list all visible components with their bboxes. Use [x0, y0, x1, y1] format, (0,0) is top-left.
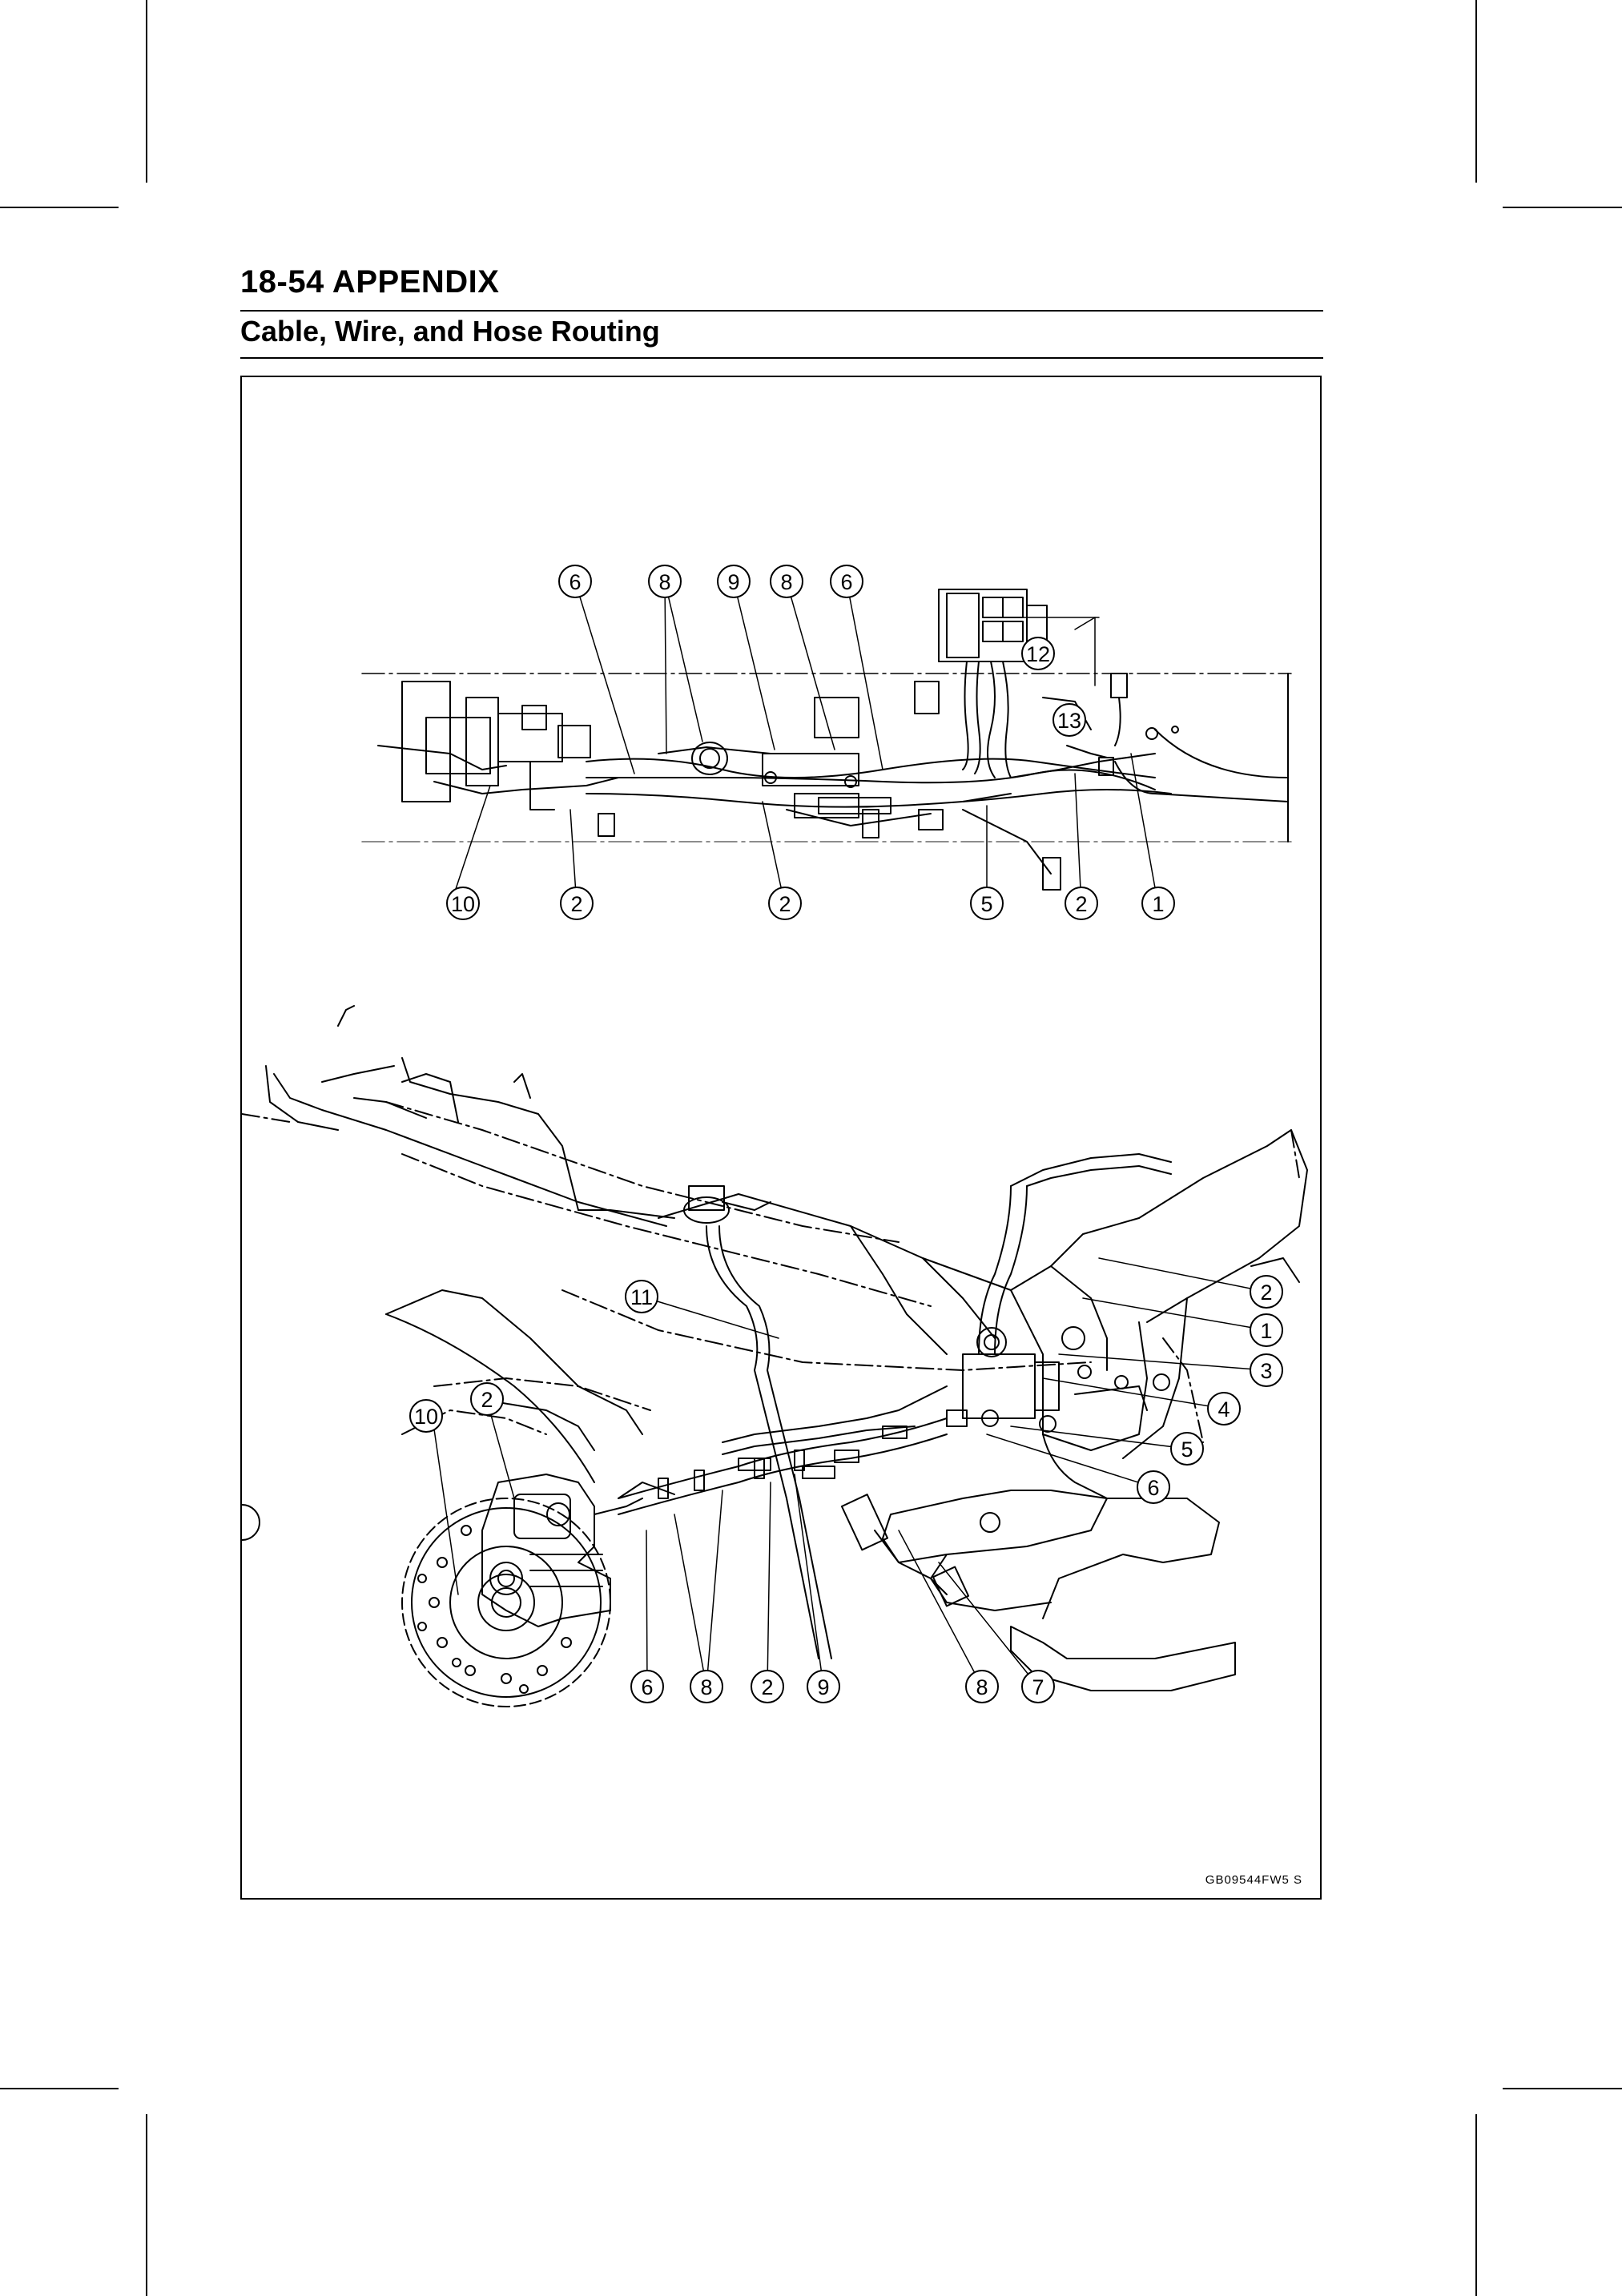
callout: 6	[1137, 1470, 1170, 1504]
callout: 11	[625, 1280, 658, 1313]
callout: 2	[560, 887, 594, 920]
callout: 6	[830, 565, 863, 598]
svg-text:10: 10	[414, 1405, 438, 1429]
callout: 5	[1170, 1432, 1204, 1466]
crop-mark	[1475, 2114, 1477, 2296]
section-title: Cable, Wire, and Hose Routing	[240, 315, 660, 348]
svg-text:9: 9	[727, 570, 739, 594]
callout: 2	[1250, 1275, 1283, 1309]
callout: 2	[1065, 887, 1098, 920]
section-rule	[240, 357, 1323, 359]
side-view	[242, 1005, 1308, 1707]
svg-text:6: 6	[641, 1675, 653, 1699]
routing-figure: 6 8 9 8 6 12 13 10 2 2 5 2 1 11 10 2 2 1…	[240, 376, 1322, 1900]
callout: 6	[558, 565, 592, 598]
svg-text:5: 5	[1181, 1438, 1193, 1462]
callout: 9	[807, 1670, 840, 1703]
callout: 9	[717, 565, 751, 598]
svg-text:8: 8	[700, 1675, 712, 1699]
svg-text:4: 4	[1218, 1397, 1230, 1421]
callout: 3	[1250, 1353, 1283, 1387]
svg-text:2: 2	[779, 892, 791, 916]
callout: 6	[630, 1670, 664, 1703]
callout: 4	[1207, 1392, 1241, 1425]
svg-text:8: 8	[780, 570, 792, 594]
top-view	[361, 581, 1292, 907]
svg-text:13: 13	[1057, 709, 1081, 733]
svg-text:2: 2	[1260, 1281, 1272, 1305]
callout: 2	[768, 887, 802, 920]
routing-diagram: 6 8 9 8 6 12 13 10 2 2 5 2 1 11 10 2 2 1…	[242, 565, 1308, 1707]
svg-text:6: 6	[1147, 1476, 1159, 1500]
crop-mark	[0, 207, 119, 208]
callout: 8	[965, 1670, 999, 1703]
crop-mark	[1475, 0, 1477, 183]
callout: 5	[970, 887, 1004, 920]
callout: 8	[648, 565, 682, 598]
header-rule	[240, 310, 1323, 312]
callout: 2	[751, 1670, 784, 1703]
rear-brake-disc	[401, 1498, 611, 1707]
callout: 1	[1250, 1313, 1283, 1347]
callout: 7	[1021, 1670, 1055, 1703]
callout: 8	[770, 565, 803, 598]
svg-text:11: 11	[630, 1285, 653, 1309]
callouts: 6 8 9 8 6 12 13 10 2 2 5 2 1 11 10 2 2 1…	[409, 565, 1283, 1703]
callout: 13	[1052, 703, 1086, 737]
svg-text:2: 2	[481, 1388, 493, 1412]
crop-mark	[1503, 207, 1622, 208]
rear-brake-caliper	[481, 1474, 643, 1627]
svg-text:6: 6	[569, 570, 581, 594]
svg-text:9: 9	[817, 1675, 829, 1699]
crop-mark	[1503, 2088, 1622, 2089]
callout: 10	[446, 887, 480, 920]
page-title: 18-54 APPENDIX	[240, 264, 500, 300]
callout: 1	[1141, 887, 1175, 920]
svg-text:8: 8	[658, 570, 670, 594]
svg-text:2: 2	[761, 1675, 773, 1699]
crop-mark	[0, 2088, 119, 2089]
svg-text:1: 1	[1260, 1319, 1272, 1343]
callout: 2	[470, 1382, 504, 1416]
svg-text:10: 10	[451, 892, 475, 916]
figure-code: GB09544FW5 S	[1205, 1873, 1302, 1887]
svg-text:2: 2	[570, 892, 582, 916]
crop-mark	[146, 0, 147, 183]
svg-text:7: 7	[1032, 1675, 1044, 1699]
svg-text:2: 2	[1075, 892, 1087, 916]
svg-text:8: 8	[976, 1675, 988, 1699]
svg-text:1: 1	[1152, 892, 1164, 916]
svg-text:5: 5	[980, 892, 992, 916]
svg-text:12: 12	[1026, 642, 1050, 666]
callout: 8	[690, 1670, 723, 1703]
callout: 10	[409, 1399, 443, 1433]
callout: 12	[1021, 637, 1055, 670]
svg-text:3: 3	[1260, 1359, 1272, 1383]
svg-text:6: 6	[840, 570, 852, 594]
crop-mark	[146, 2114, 147, 2296]
